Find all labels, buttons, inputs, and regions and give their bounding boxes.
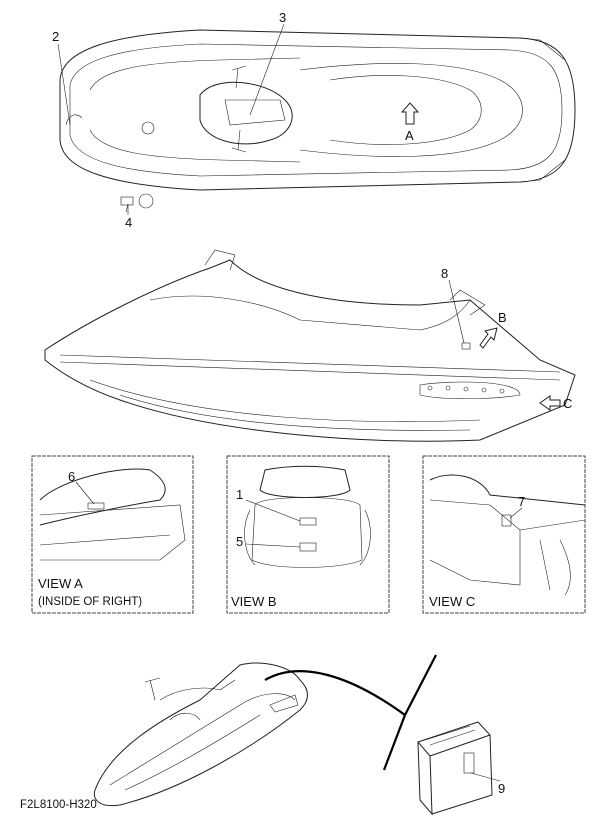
battery-pointer-line [264,670,406,716]
view-c-marker: C [563,396,572,411]
view-a-title: VIEW A [38,576,83,591]
callout-4: 4 [125,215,132,230]
view-c-panel [422,455,586,614]
callout-5: 5 [236,534,243,549]
view-a-marker: A [405,128,414,143]
callout-3: 3 [279,10,286,25]
view-c-title: VIEW C [429,594,475,609]
callout-7: 7 [518,494,525,509]
view-a-panel [31,455,194,614]
view-b-arrow-icon [479,327,498,349]
battery [417,721,493,816]
view-a-subtitle: (INSIDE OF RIGHT) [38,596,142,608]
perspective-watercraft [93,662,308,807]
callout-2: 2 [52,29,59,44]
figure-code: F2L8100-H320 [20,799,97,811]
view-b-marker: B [498,310,507,325]
callout-6: 6 [68,469,75,484]
view-a-arrow-icon [400,102,420,125]
cutaway-line [382,654,437,771]
view-c-arrow-icon [539,395,561,411]
view-b-panel [226,455,390,614]
callout-1: 1 [236,487,243,502]
callout-8: 8 [441,266,448,281]
callout-9: 9 [498,781,505,796]
side-view-watercraft [44,249,576,442]
view-b-title: VIEW B [231,594,277,609]
top-view-watercraft [59,29,576,209]
